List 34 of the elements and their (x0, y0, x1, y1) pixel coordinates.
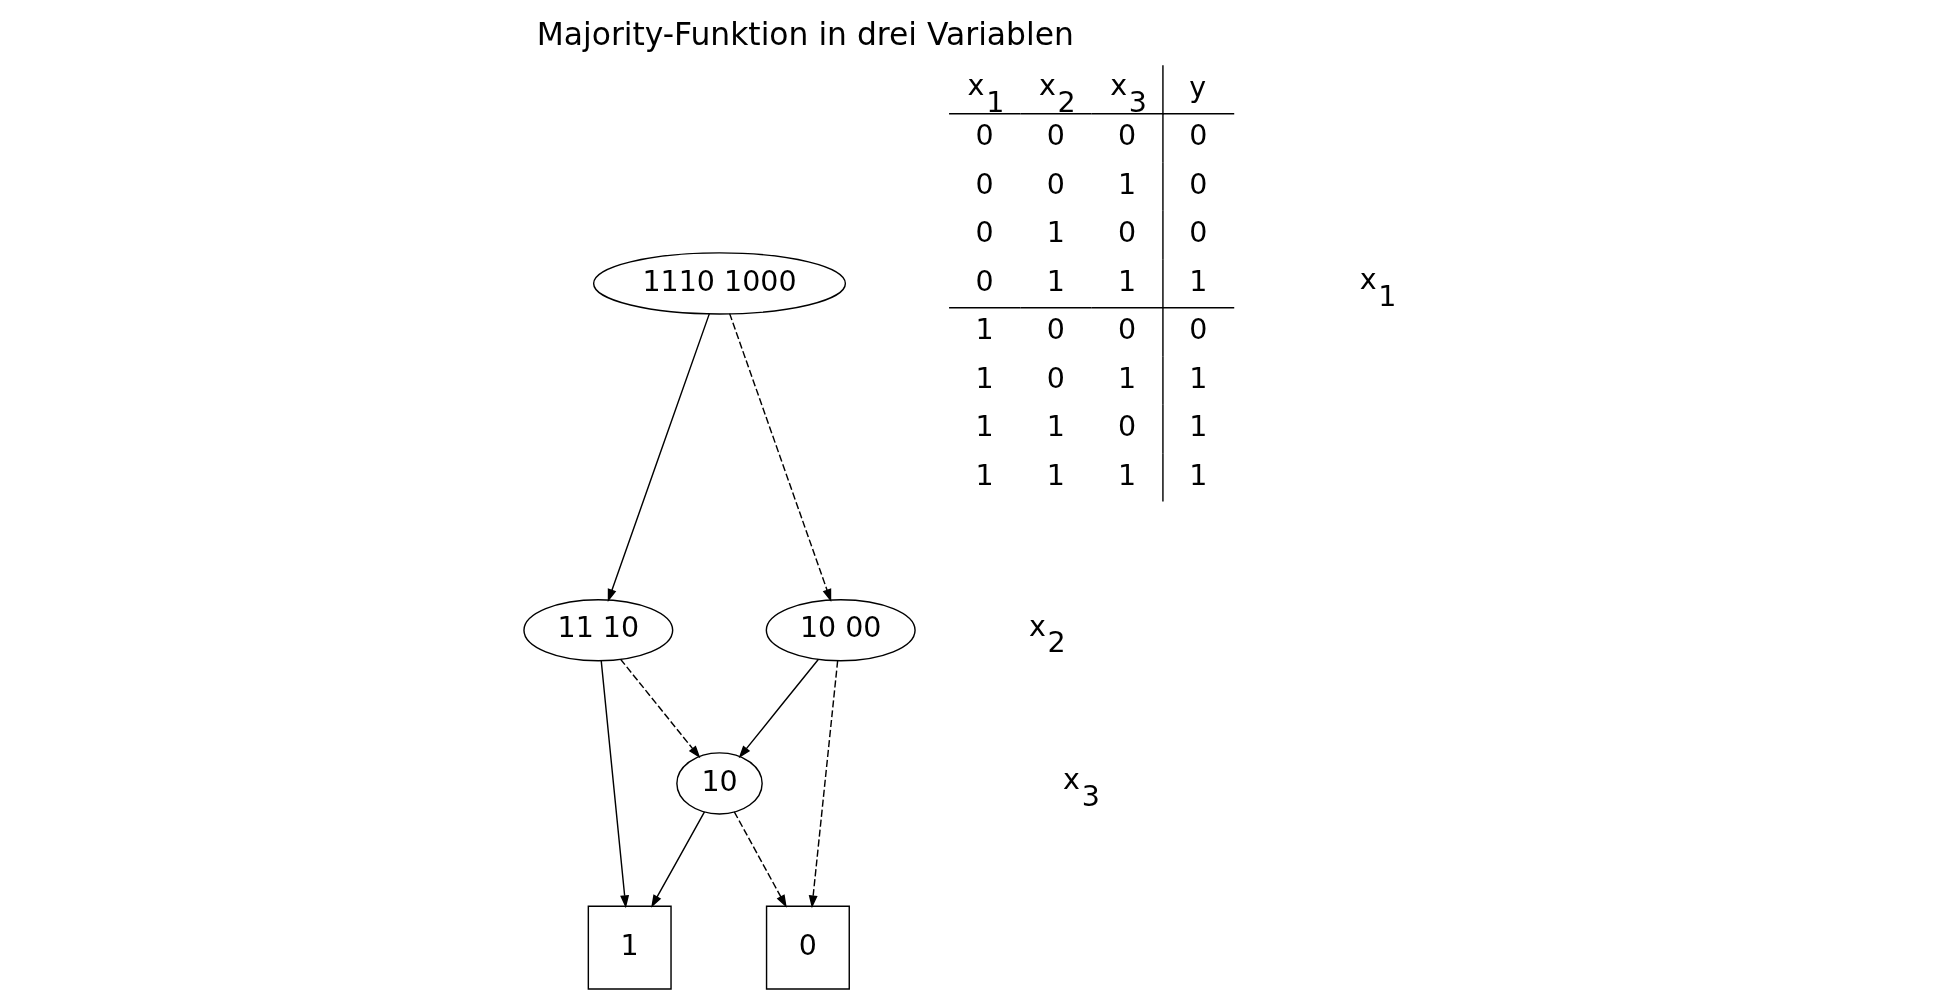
label: 1 (974, 361, 994, 395)
label: 1 (1046, 264, 1065, 298)
label: 0 (974, 167, 994, 201)
label: 1 (1188, 361, 1207, 395)
label: 1 (1188, 410, 1207, 444)
label: 0 (1188, 119, 1207, 153)
label: 1 (1046, 216, 1065, 250)
diagram-title: Majority-Funktion in drei Variablen (536, 15, 1074, 52)
label: 0 (974, 264, 994, 298)
label: 0 (1117, 410, 1136, 444)
label: 1 (1188, 458, 1207, 492)
label: 0 (1046, 313, 1065, 347)
label: 0 (1046, 361, 1065, 395)
label: 1 (1117, 458, 1136, 492)
label: 0 (1117, 119, 1136, 153)
label: 1 (974, 458, 994, 492)
label: 0 (1117, 216, 1136, 250)
label: 1 (1046, 458, 1065, 492)
label: 0 (1188, 216, 1207, 250)
label: 1 (1117, 167, 1136, 201)
label: 0 (1188, 313, 1207, 347)
label: 0 (974, 216, 994, 250)
label: 0 (974, 119, 994, 153)
label: 0 (1046, 119, 1065, 153)
label: y (1188, 70, 1206, 104)
label: 0 (1117, 313, 1136, 347)
label: 1 (1188, 264, 1207, 298)
label: 1 (974, 313, 994, 347)
label: 1 (974, 410, 994, 444)
label: 1 (1117, 264, 1136, 298)
label: 1 (1046, 410, 1065, 444)
label: 1 (1117, 361, 1136, 395)
label: 0 (1188, 167, 1207, 201)
label: 0 (1046, 167, 1065, 201)
